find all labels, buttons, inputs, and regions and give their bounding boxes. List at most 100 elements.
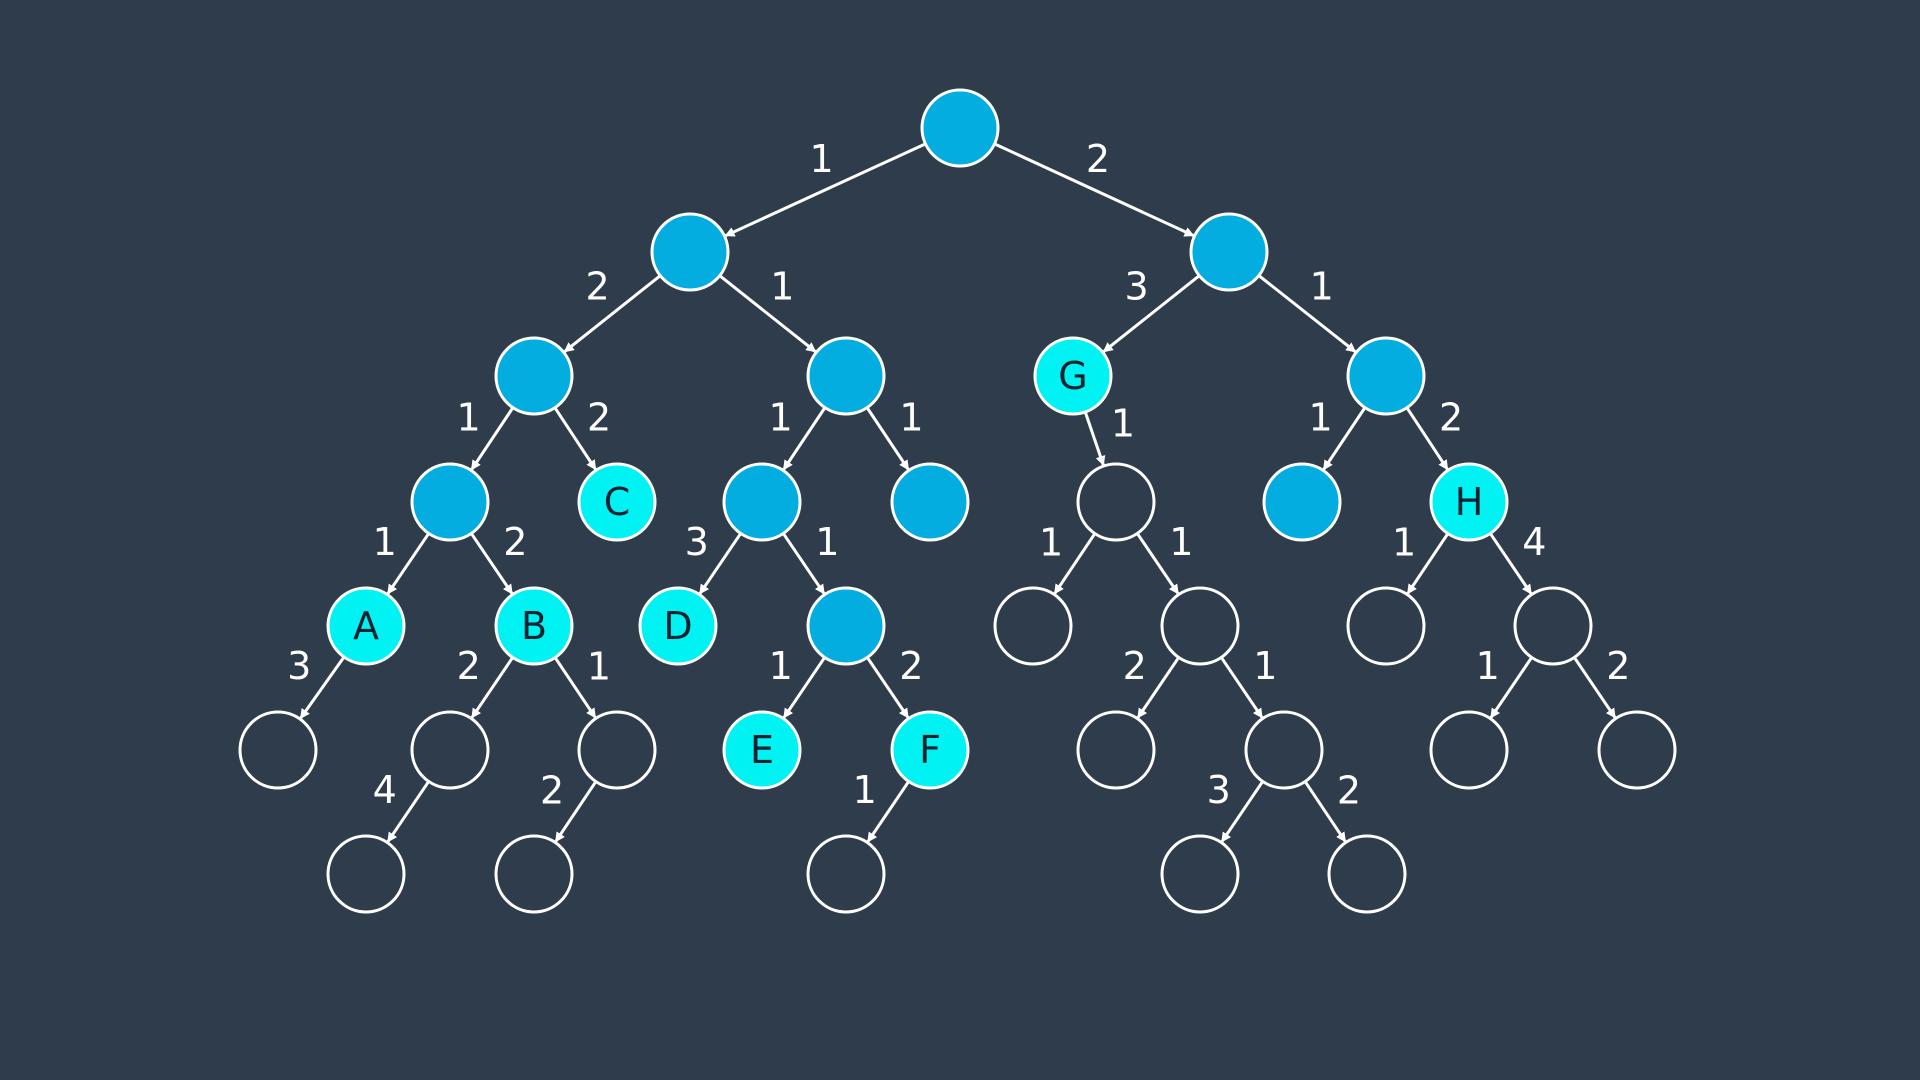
edge-arrow xyxy=(1405,406,1449,471)
edge-cost-label: 1 xyxy=(853,768,877,812)
edge-cost-label: 1 xyxy=(768,395,792,439)
edge-cost-label: 1 xyxy=(456,395,480,439)
edge-n21-n30: 2 xyxy=(1573,644,1630,719)
edge-cost-label: 3 xyxy=(1207,768,1231,812)
edge-n17-n25: 1 xyxy=(769,644,826,719)
tree-node xyxy=(920,88,1000,168)
node-circle-expanded xyxy=(410,462,490,542)
edge-cost-label: 1 xyxy=(1111,401,1135,445)
tree-node-f: F xyxy=(890,710,970,790)
tree-node xyxy=(1076,462,1156,542)
edge-n26-n33: 1 xyxy=(853,768,910,843)
edge-arrow xyxy=(1257,274,1357,354)
node-circle-unexpanded xyxy=(993,586,1073,666)
edge-cost-label: 2 xyxy=(1606,644,1630,688)
edge-n9-n17: 1 xyxy=(782,520,839,595)
tree-node xyxy=(1513,586,1593,666)
edge-cost-label: 2 xyxy=(1123,644,1147,688)
edge-arrow xyxy=(299,656,346,720)
edge-cost-label: 1 xyxy=(769,644,793,688)
node-label: C xyxy=(604,480,631,524)
node-label: H xyxy=(1455,480,1484,524)
tree-node-d: D xyxy=(638,586,718,666)
tree-node xyxy=(890,462,970,542)
node-label: B xyxy=(521,604,547,648)
tree-node xyxy=(722,462,802,542)
tree-node xyxy=(326,834,406,914)
edge-cost-label: 3 xyxy=(287,644,311,688)
tree-node-e: E xyxy=(722,710,802,790)
edge-cost-label: 1 xyxy=(373,520,397,564)
edge-cost-label: 2 xyxy=(587,395,611,439)
node-circle-unexpanded xyxy=(410,710,490,790)
tree-node-h: H xyxy=(1429,462,1509,542)
tree-node xyxy=(1429,710,1509,790)
edge-arrow xyxy=(865,406,910,471)
edge-n3-n8: 2 xyxy=(553,395,611,471)
tree-node xyxy=(410,462,490,542)
edge-cost-label: 2 xyxy=(899,644,923,688)
node-label: A xyxy=(353,604,379,648)
node-circle-unexpanded xyxy=(1429,710,1509,790)
edge-arrow xyxy=(386,532,430,595)
tree-node-b: B xyxy=(494,586,574,666)
node-circle-expanded xyxy=(920,88,1000,168)
edge-cost-label: 1 xyxy=(1039,520,1063,564)
edge-arrow xyxy=(993,142,1195,238)
tree-node xyxy=(1327,834,1407,914)
edge-n9-n16: 3 xyxy=(685,520,742,595)
edge-cost-label: 1 xyxy=(1169,520,1193,564)
edge-n28-n34: 3 xyxy=(1207,768,1264,843)
edge-cost-label: 1 xyxy=(810,137,834,181)
tree-node xyxy=(494,834,574,914)
edge-arrow xyxy=(782,656,826,719)
edge-arrow xyxy=(866,656,910,719)
edge-n28-n35: 2 xyxy=(1303,768,1361,843)
edge-arrow xyxy=(1406,532,1450,595)
edge-n13-n20: 1 xyxy=(1392,520,1450,595)
node-circle-goal xyxy=(1429,462,1509,542)
edge-arrow xyxy=(782,406,827,471)
edge-arrow xyxy=(386,780,430,843)
node-circle-expanded xyxy=(1189,212,1269,292)
edge-n13-n21: 4 xyxy=(1489,520,1546,595)
edge-arrow xyxy=(724,142,927,238)
node-circle-unexpanded xyxy=(1076,462,1156,542)
edge-arrow xyxy=(1322,406,1367,471)
edge-arrow xyxy=(866,780,910,843)
edge-n6-n12: 1 xyxy=(1308,395,1367,471)
tree-node xyxy=(1076,710,1156,790)
edge-cost-label: 1 xyxy=(587,644,611,688)
edge-cost-label: 4 xyxy=(373,768,397,812)
tree-node xyxy=(1597,710,1677,790)
edge-arrow xyxy=(470,532,514,595)
node-circle-unexpanded xyxy=(1346,586,1426,666)
tree-node xyxy=(993,586,1073,666)
tree-node-g: G xyxy=(1033,336,1113,416)
edge-arrow xyxy=(563,274,662,353)
edge-cost-label: 2 xyxy=(540,768,564,812)
node-circle-goal xyxy=(494,586,574,666)
edge-n17-n26: 2 xyxy=(866,644,923,719)
edge-cost-label: 1 xyxy=(815,520,839,564)
node-circle-goal xyxy=(577,462,657,542)
tree-node xyxy=(1189,212,1269,292)
node-circle-unexpanded xyxy=(1513,586,1593,666)
node-circle-unexpanded xyxy=(1160,834,1240,914)
edge-n0-n2: 2 xyxy=(993,137,1195,238)
node-circle-unexpanded xyxy=(1597,710,1677,790)
tree-node xyxy=(577,710,657,790)
edge-cost-label: 3 xyxy=(1125,264,1149,308)
edge-n0-n1: 1 xyxy=(724,137,927,238)
node-circle-unexpanded xyxy=(1160,586,1240,666)
node-circle-goal xyxy=(326,586,406,666)
node-circle-unexpanded xyxy=(1327,834,1407,914)
tree-node xyxy=(410,710,490,790)
edge-cost-label: 2 xyxy=(586,264,610,308)
edge-n4-n9: 1 xyxy=(768,395,827,471)
edge-cost-label: 1 xyxy=(1310,264,1334,308)
edge-arrow xyxy=(782,532,826,595)
edge-cost-label: 1 xyxy=(899,395,923,439)
node-circle-goal xyxy=(890,710,970,790)
